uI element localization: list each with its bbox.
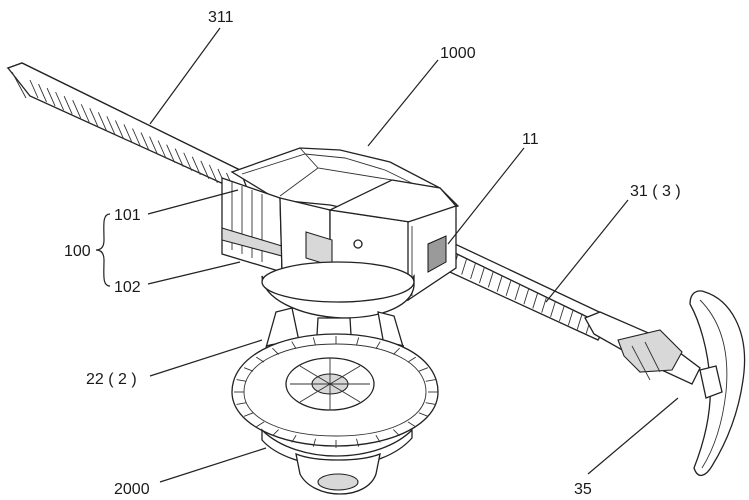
rim-tooth	[407, 421, 416, 428]
rack-tooth	[174, 148, 184, 167]
spinning-top	[231, 333, 439, 495]
rack-tooth	[97, 112, 107, 131]
rack-tooth	[200, 160, 210, 180]
rack-tooth	[541, 296, 548, 313]
rack-tooth	[38, 83, 47, 103]
label-31: 31 ( 3 )	[630, 183, 681, 200]
launcher-base	[261, 261, 415, 319]
reference-labels: 311 1000 11 31 ( 3 ) 101 100 102 22 ( 2 …	[64, 9, 681, 498]
rack-tooth	[115, 120, 124, 139]
rim-tooth	[272, 429, 279, 437]
leader-101	[147, 189, 239, 215]
rim-tooth	[425, 379, 436, 382]
leader-102	[147, 261, 241, 285]
rim-tooth	[256, 356, 265, 363]
rim-tooth	[375, 341, 381, 349]
rack-tooth	[166, 144, 176, 163]
rim-tooth	[407, 356, 416, 363]
rim-tooth	[272, 347, 279, 355]
label-311: 311	[208, 9, 234, 26]
rack-tooth	[72, 100, 82, 119]
rack-tooth	[132, 128, 141, 147]
rack-tooth	[576, 313, 583, 330]
label-22: 22 ( 2 )	[86, 371, 137, 388]
leader-35	[587, 397, 679, 475]
leader-11	[447, 147, 525, 245]
rack-tooth	[559, 304, 565, 322]
rim-tooth	[243, 412, 254, 417]
left-rack	[6, 62, 252, 198]
leader-1000	[367, 59, 439, 147]
rim-tooth	[375, 435, 381, 443]
rack-tooth	[55, 91, 65, 111]
rack-tooth	[106, 116, 116, 135]
leader-311	[149, 27, 221, 125]
label-101: 101	[114, 207, 141, 224]
rack-tooth	[29, 79, 39, 99]
rack-tooth	[523, 288, 530, 305]
rack-tooth	[63, 95, 73, 115]
leader-31	[545, 199, 629, 303]
rack-tooth	[208, 164, 218, 184]
label-2000: 2000	[114, 481, 150, 498]
rim-tooth	[291, 341, 297, 349]
rim-tooth	[291, 435, 297, 443]
leader-22	[149, 339, 263, 377]
rack-tooth	[532, 292, 539, 309]
rack-tooth	[479, 266, 485, 284]
bracket-100	[95, 213, 111, 287]
rack-tooth	[567, 309, 574, 326]
rim-tooth	[356, 438, 360, 447]
rack-tooth	[514, 283, 521, 301]
label-102: 102	[114, 279, 141, 296]
rim-tooth	[312, 438, 316, 447]
rim-tooth	[418, 367, 429, 372]
rim-tooth	[312, 337, 316, 346]
rack-tooth	[487, 271, 494, 288]
launcher-handle	[584, 290, 746, 476]
rack-tooth	[149, 136, 158, 155]
label-1000: 1000	[440, 45, 476, 62]
rim-tooth	[425, 402, 436, 405]
rack-tooth	[496, 275, 503, 292]
rim-tooth	[256, 421, 265, 428]
rim-tooth	[236, 379, 247, 382]
leader-2000	[159, 447, 267, 483]
leader-lines	[95, 27, 679, 483]
rack-tooth	[191, 156, 201, 175]
label-100: 100	[64, 243, 91, 260]
rim-tooth	[356, 337, 360, 346]
rim-tooth	[393, 347, 400, 355]
label-35: 35	[574, 481, 592, 498]
rack-tooth	[46, 87, 56, 107]
rack-tooth	[461, 258, 468, 275]
rim-tooth	[243, 367, 254, 372]
rack-tooth	[183, 152, 193, 171]
rim-tooth	[236, 402, 247, 405]
rack-tooth	[140, 132, 150, 151]
rim-tooth	[393, 429, 400, 437]
rack-tooth	[157, 140, 167, 159]
label-11: 11	[522, 131, 539, 148]
rack-tooth	[470, 262, 476, 280]
rack-tooth	[550, 300, 556, 318]
rack-tooth	[505, 279, 512, 296]
rack-tooth	[89, 108, 99, 127]
right-rack	[427, 235, 613, 341]
rack-tooth	[123, 124, 133, 143]
rim-tooth	[418, 412, 429, 417]
rack-tooth	[80, 104, 90, 123]
